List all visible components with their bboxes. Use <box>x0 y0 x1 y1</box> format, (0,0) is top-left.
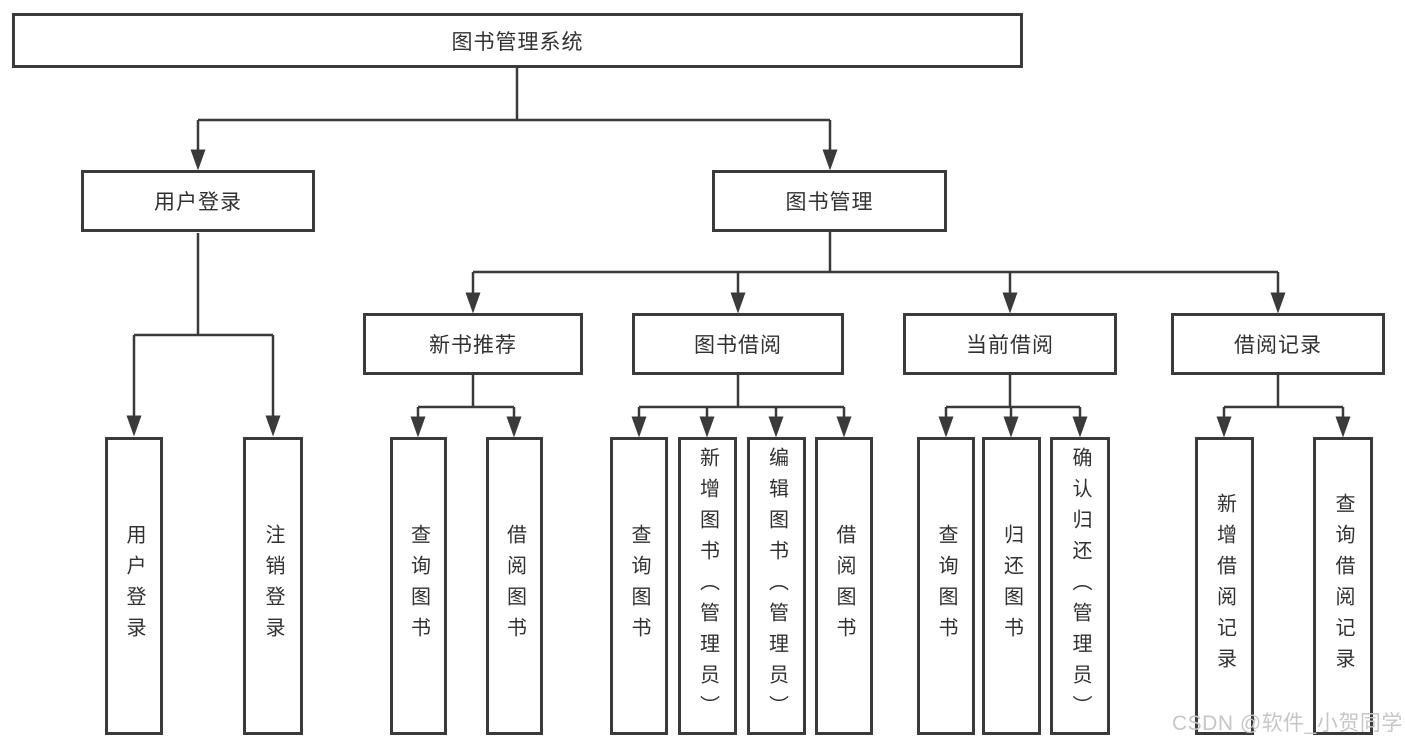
node-book-management: 图书管理 <box>712 170 947 232</box>
node-label: 用户登录 <box>123 524 145 648</box>
node-label: 新书推荐 <box>429 334 517 357</box>
node-label: 编辑图书（管理员） <box>765 446 788 726</box>
node-label: 确认归还（管理员） <box>1069 446 1091 726</box>
arrowheads <box>126 149 1351 438</box>
node-label: 图书管理 <box>785 191 874 214</box>
node-label: 归还图书 <box>1000 524 1023 648</box>
node-current-borrowing: 当前借阅 <box>903 313 1117 375</box>
node-logout: 注销登录 <box>243 437 303 735</box>
node-user-login-leaf: 用户登录 <box>105 437 163 735</box>
node-return-books: 归还图书 <box>982 437 1041 735</box>
node-borrow-books-under-recommend: 借阅图书 <box>486 437 543 735</box>
node-label: 注销登录 <box>262 524 284 648</box>
node-book-borrowing: 图书借阅 <box>632 313 844 375</box>
node-label: 图书借阅 <box>694 334 782 357</box>
node-library-management-system: 图书管理系统 <box>12 13 1023 68</box>
node-label: 新增图书（管理员） <box>696 446 719 726</box>
node-query-books-under-borrowing: 查询图书 <box>610 437 668 735</box>
node-label: 用户登录 <box>154 191 242 214</box>
node-label: 查询借阅记录 <box>1332 493 1354 679</box>
node-label: 查询图书 <box>407 524 430 648</box>
node-label: 当前借阅 <box>966 334 1054 357</box>
node-label: 借阅图书 <box>503 524 526 648</box>
node-add-book-admin: 新增图书（管理员） <box>678 437 737 735</box>
node-label: 借阅图书 <box>833 524 855 648</box>
node-label: 查询图书 <box>628 524 650 648</box>
node-borrow-books-under-borrowing: 借阅图书 <box>815 437 873 735</box>
node-query-books-under-current: 查询图书 <box>917 437 975 735</box>
node-borrowing-records: 借阅记录 <box>1171 313 1385 375</box>
node-confirm-return-admin: 确认归还（管理员） <box>1050 437 1110 735</box>
node-label: 新增借阅记录 <box>1213 493 1236 679</box>
node-label: 图书管理系统 <box>451 30 584 54</box>
node-add-borrow-record: 新增借阅记录 <box>1195 437 1254 735</box>
node-query-borrow-record: 查询借阅记录 <box>1313 437 1373 735</box>
node-edit-book-admin: 编辑图书（管理员） <box>747 437 806 735</box>
node-label: 借阅记录 <box>1234 334 1322 357</box>
node-new-book-recommendation: 新书推荐 <box>363 313 583 375</box>
watermark: CSDN @软件_小贺同学 <box>1172 712 1403 735</box>
node-label: 查询图书 <box>935 524 957 648</box>
node-query-books-under-recommend: 查询图书 <box>390 437 447 735</box>
node-user-login: 用户登录 <box>81 170 315 232</box>
